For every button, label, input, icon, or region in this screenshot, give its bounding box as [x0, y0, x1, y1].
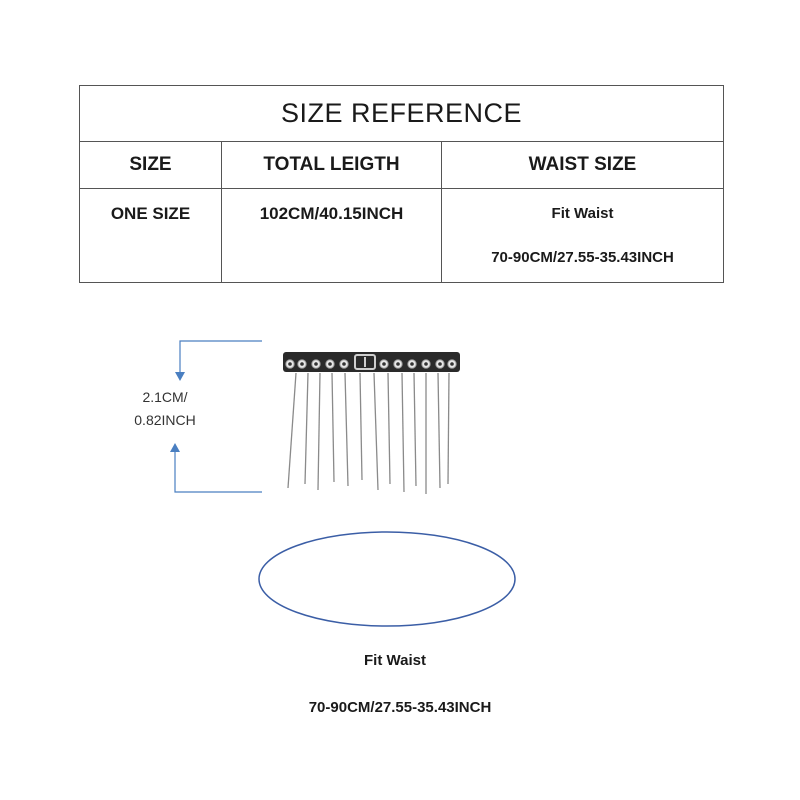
belt-stud-hole [410, 362, 414, 366]
belt-chain [401, 372, 405, 493]
belt-studs [285, 359, 457, 369]
belt-stud-hole [342, 362, 346, 366]
top-arrow-head [175, 372, 185, 381]
belt-chain [437, 372, 441, 489]
belt-stud-hole [288, 362, 292, 366]
table-title: SIZE REFERENCE [78, 85, 725, 142]
cell-total-length: 102CM/40.15INCH [221, 188, 442, 283]
belt-chain [304, 372, 309, 485]
belt-stud-hole [450, 362, 454, 366]
belt-stud-hole [424, 362, 428, 366]
waist-fit-label: Fit Waist [551, 205, 614, 222]
bottom-arrow [174, 446, 262, 493]
dimension-label: 2.1CM/ 0.82INCH [110, 386, 220, 432]
bottom-fit-waist: Fit Waist [364, 652, 426, 669]
belt-buckle [354, 354, 376, 370]
dimension-label-line2: 0.82INCH [134, 412, 196, 428]
bottom-arrow-head [170, 443, 180, 452]
belt-chain [331, 372, 335, 483]
top-arrow [179, 340, 262, 378]
belt-stud-hole [382, 362, 386, 366]
belt-chain [287, 372, 297, 489]
dimension-arrows [170, 340, 262, 493]
bottom-waist-range: 70-90CM/27.55-35.43INCH [308, 699, 492, 716]
waist-ellipse [258, 531, 516, 627]
belt-stud-hole [438, 362, 442, 366]
belt-stud-hole [300, 362, 304, 366]
belt-chain [373, 372, 379, 491]
belt-chain [413, 372, 417, 487]
belt-stud-hole [314, 362, 318, 366]
header-size: SIZE [79, 141, 222, 189]
dimension-label-line1: 2.1CM/ [142, 389, 188, 405]
belt-chain [359, 372, 363, 481]
size-reference-table: SIZE REFERENCE SIZE TOTAL LEIGTH WAIST S… [78, 85, 725, 283]
cell-waist-size: Fit Waist 70-90CM/27.55-35.43INCH [440, 188, 725, 283]
belt-chain [344, 372, 349, 487]
belt-chain [447, 372, 450, 485]
belt-stud-hole [396, 362, 400, 366]
belt-image [283, 352, 460, 494]
cell-size: ONE SIZE [79, 188, 222, 283]
belt-stud-hole [328, 362, 332, 366]
belt-chains [287, 372, 450, 494]
waist-range: 70-90CM/27.55-35.43INCH [491, 249, 674, 266]
belt-chain [387, 372, 391, 485]
belt-buckle-pin [364, 357, 366, 367]
belt-chain [317, 372, 321, 491]
